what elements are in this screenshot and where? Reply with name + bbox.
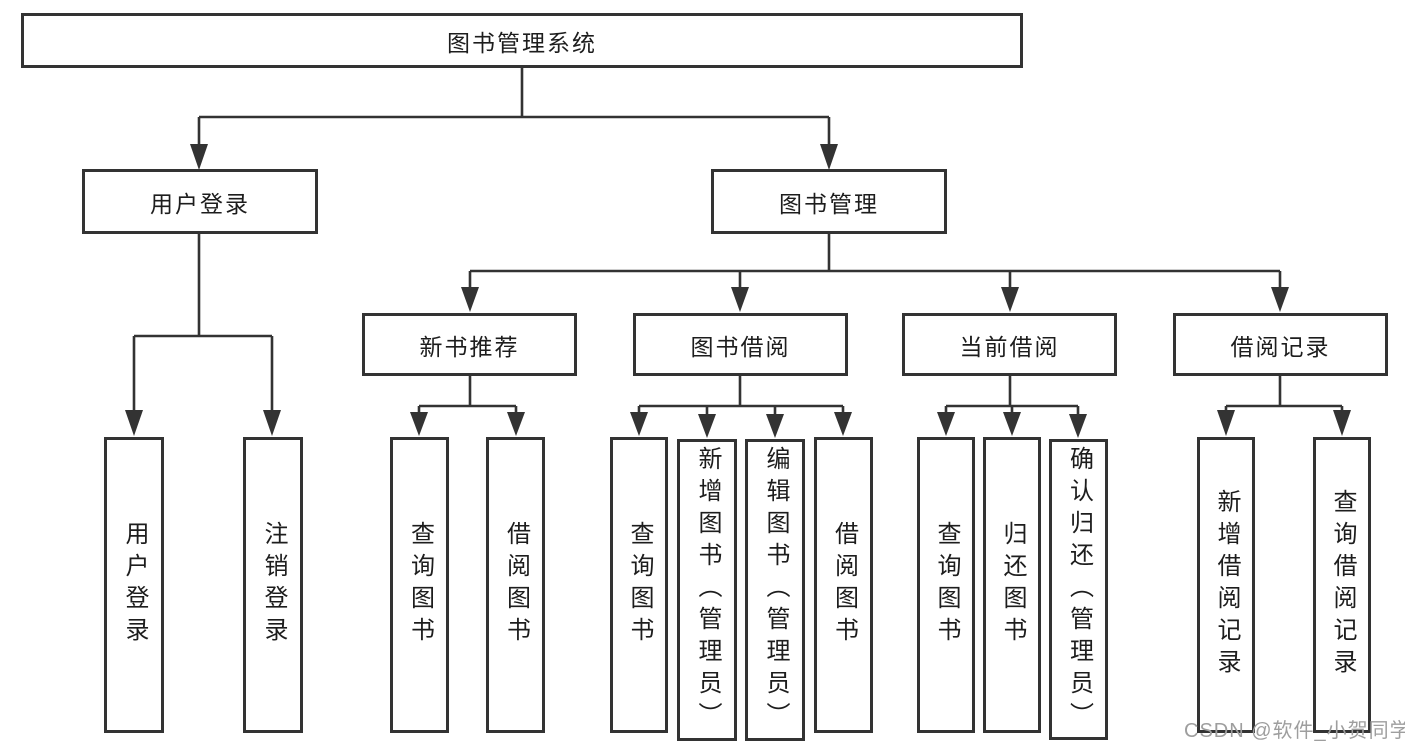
- leaf-user-login: 用户登录: [104, 437, 164, 733]
- leaf-query-borrow-record: 查询借阅记录: [1313, 437, 1371, 733]
- node-new-book-recommend: 新书推荐: [362, 313, 577, 376]
- leaf-confirm-return-admin: 确认归还（管理员）: [1049, 439, 1108, 740]
- csdn-watermark: CSDN @软件_小贺同学: [1184, 720, 1405, 742]
- arrow-down-icon: [461, 287, 479, 312]
- arrow-down-icon: [507, 412, 525, 436]
- node-borrow-records: 借阅记录: [1173, 313, 1388, 376]
- node-book-borrow: 图书借阅: [633, 313, 848, 376]
- connector-new-book-recommend-to-leaves: [410, 376, 525, 436]
- leaf-query-books-3: 查询图书: [917, 437, 975, 733]
- leaf-return-books: 归还图书: [983, 437, 1041, 733]
- node-user-login: 用户登录: [82, 169, 318, 234]
- connector-root-to-level2: [190, 68, 838, 170]
- connector-current-borrow-to-leaves: [937, 376, 1087, 438]
- leaf-borrow-books-2: 借阅图书: [814, 437, 873, 733]
- leaf-logout: 注销登录: [243, 437, 303, 733]
- arrow-down-icon: [1271, 287, 1289, 312]
- arrow-down-icon: [1001, 287, 1019, 312]
- node-current-borrow: 当前借阅: [902, 313, 1117, 376]
- connector-book-management-to-level3: [461, 234, 1289, 312]
- arrow-down-icon: [630, 412, 648, 436]
- arrow-down-icon: [820, 144, 838, 170]
- arrow-down-icon: [410, 412, 428, 436]
- arrow-down-icon: [263, 410, 281, 436]
- arrow-down-icon: [766, 414, 784, 438]
- node-book-management: 图书管理: [711, 169, 947, 234]
- arrow-down-icon: [1003, 412, 1021, 436]
- leaf-add-borrow-record: 新增借阅记录: [1197, 437, 1255, 733]
- leaf-query-books-1: 查询图书: [390, 437, 449, 733]
- leaf-add-books-admin: 新增图书（管理员）: [677, 439, 737, 741]
- arrow-down-icon: [1217, 410, 1235, 436]
- arrow-down-icon: [1333, 410, 1351, 436]
- node-root-library-system: 图书管理系统: [21, 13, 1023, 68]
- arrow-down-icon: [937, 412, 955, 436]
- arrow-down-icon: [698, 414, 716, 438]
- connector-user-login-to-leaves: [125, 234, 281, 436]
- arrow-down-icon: [1069, 414, 1087, 438]
- connector-book-borrow-to-leaves: [630, 376, 852, 438]
- arrow-down-icon: [834, 412, 852, 436]
- arrow-down-icon: [731, 287, 749, 312]
- leaf-edit-books-admin: 编辑图书（管理员）: [745, 439, 805, 741]
- arrow-down-icon: [125, 410, 143, 436]
- leaf-query-books-2: 查询图书: [610, 437, 668, 733]
- connector-borrow-records-to-leaves: [1217, 376, 1351, 436]
- leaf-borrow-books-1: 借阅图书: [486, 437, 545, 733]
- arrow-down-icon: [190, 144, 208, 170]
